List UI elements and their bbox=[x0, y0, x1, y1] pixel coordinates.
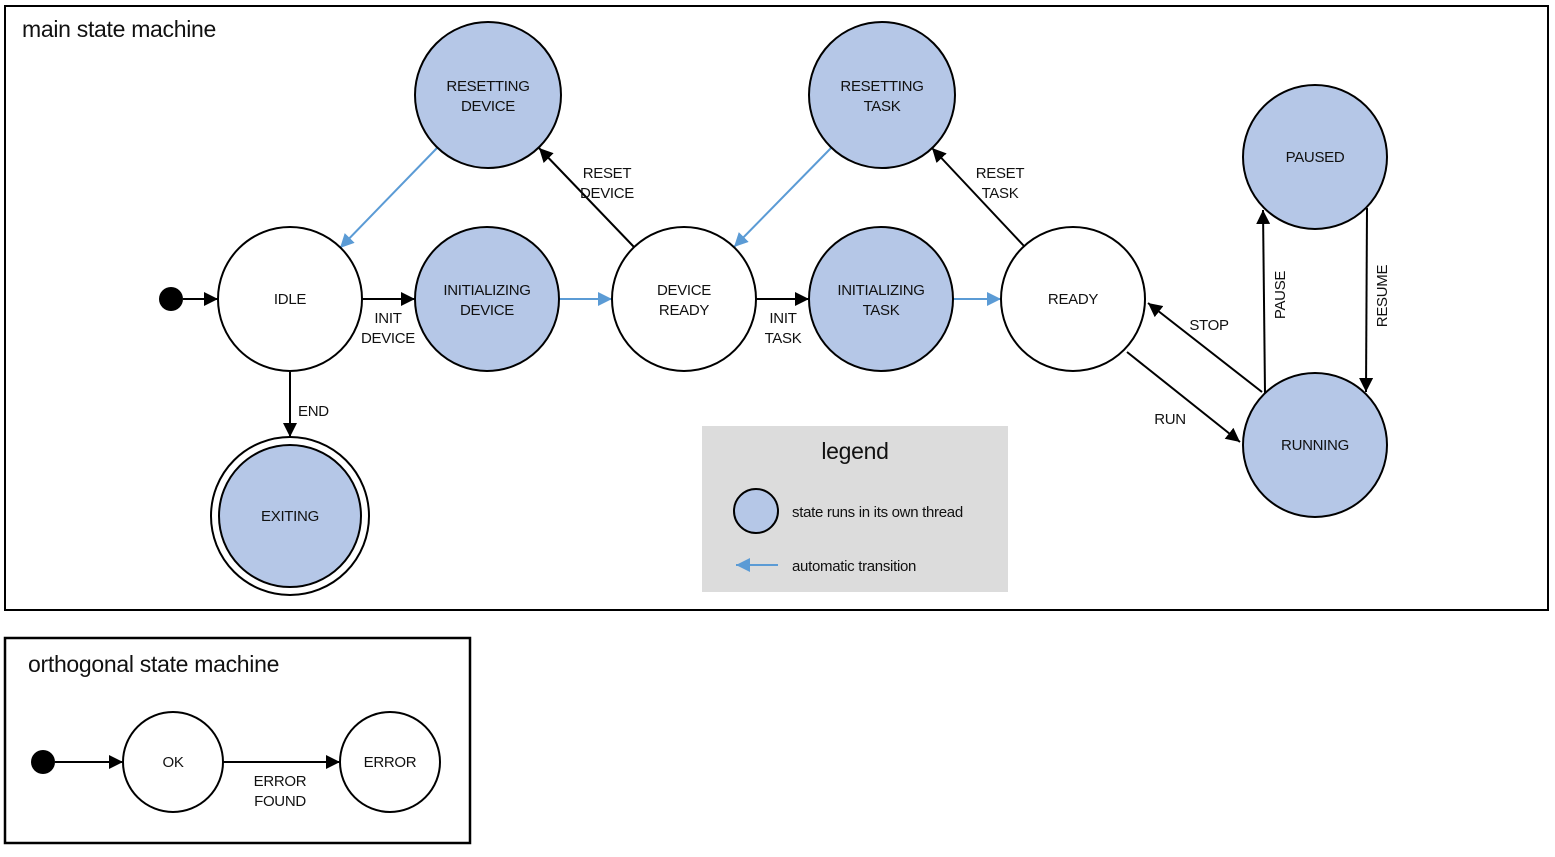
state-running bbox=[1242, 372, 1388, 518]
orthogonal-initial-state-dot bbox=[31, 750, 55, 774]
transition-reset-device-label-line1: RESET bbox=[583, 165, 632, 182]
transition-run-arrow bbox=[1126, 351, 1241, 443]
legend-auto-transition-label: automatic transition bbox=[792, 558, 916, 575]
state-ok-label: OK bbox=[162, 754, 183, 771]
main-state-machine-frame bbox=[4, 5, 1549, 611]
state-exiting-label: EXITING bbox=[261, 508, 319, 525]
state-resetting-device-label-line2: DEVICE bbox=[461, 98, 515, 115]
state-ready bbox=[1000, 226, 1146, 372]
transition-reset-device-arrow bbox=[538, 147, 635, 248]
main-state-machine-title: main state machine bbox=[22, 16, 216, 42]
state-initializing-task-label-line2: TASK bbox=[863, 302, 900, 319]
state-resetting-device bbox=[414, 21, 562, 169]
state-initializing-task bbox=[808, 226, 954, 372]
state-paused bbox=[1242, 84, 1388, 230]
state-resetting-device-label-line1: RESETTING bbox=[446, 78, 529, 95]
state-initializing-device-label-line2: DEVICE bbox=[460, 302, 514, 319]
transition-reset-task-label-line2: TASK bbox=[982, 185, 1019, 202]
orthogonal-state-machine-title: orthogonal state machine bbox=[28, 651, 279, 677]
state-error-label: ERROR bbox=[364, 754, 417, 771]
state-running-label: RUNNING bbox=[1281, 437, 1349, 454]
legend-thread-state-icon bbox=[733, 488, 779, 534]
transition-pause-label: PAUSE bbox=[1272, 271, 1289, 320]
transition-init-task-label-line1: INIT bbox=[769, 310, 796, 327]
transition-reset-task-label-line1: RESET bbox=[976, 165, 1025, 182]
state-paused-label: PAUSED bbox=[1286, 149, 1345, 166]
transition-end-label: END bbox=[298, 403, 329, 420]
orthogonal-state-machine-frame bbox=[3, 636, 472, 845]
transition-init-device-label-line2: DEVICE bbox=[361, 330, 415, 347]
state-exiting bbox=[218, 444, 362, 588]
legend-title: legend bbox=[821, 438, 888, 464]
auto-transition-resetting-task-to-device-ready-arrow bbox=[733, 147, 832, 248]
transition-error-found-label-line2: FOUND bbox=[254, 793, 306, 810]
state-ready-label: READY bbox=[1048, 291, 1098, 308]
state-initializing-device-label-line1: INITIALIZING bbox=[443, 282, 530, 299]
state-device-ready bbox=[611, 226, 757, 372]
initial-state-dot bbox=[159, 287, 183, 311]
transition-resume-arrow bbox=[1359, 207, 1374, 393]
transition-reset-task-arrow bbox=[931, 147, 1025, 247]
transition-init-device-label-line1: INIT bbox=[374, 310, 401, 327]
state-idle bbox=[217, 226, 363, 372]
state-resetting-task bbox=[808, 21, 956, 169]
auto-transition-resetting-device-to-idle-arrow bbox=[339, 147, 438, 249]
state-resetting-task-label-line1: RESETTING bbox=[840, 78, 923, 95]
state-error bbox=[339, 711, 441, 813]
state-idle-label: IDLE bbox=[274, 291, 306, 308]
state-device-ready-label-line2: READY bbox=[659, 302, 709, 319]
transition-reset-device-label-line2: DEVICE bbox=[580, 185, 634, 202]
state-initializing-task-label-line1: INITIALIZING bbox=[837, 282, 924, 299]
transition-error-found-label-line1: ERROR bbox=[254, 773, 307, 790]
transition-run-label: RUN bbox=[1154, 411, 1186, 428]
state-initializing-device bbox=[414, 226, 560, 372]
state-resetting-task-label-line2: TASK bbox=[864, 98, 901, 115]
transition-stop-arrow bbox=[1147, 302, 1263, 393]
state-device-ready-label-line1: DEVICE bbox=[657, 282, 711, 299]
legend-thread-state-label: state runs in its own thread bbox=[792, 504, 963, 521]
transition-pause-arrow bbox=[1256, 209, 1271, 394]
transition-stop-label: STOP bbox=[1189, 317, 1229, 334]
transition-init-task-label-line2: TASK bbox=[765, 330, 802, 347]
transition-resume-label: RESUME bbox=[1374, 265, 1391, 328]
